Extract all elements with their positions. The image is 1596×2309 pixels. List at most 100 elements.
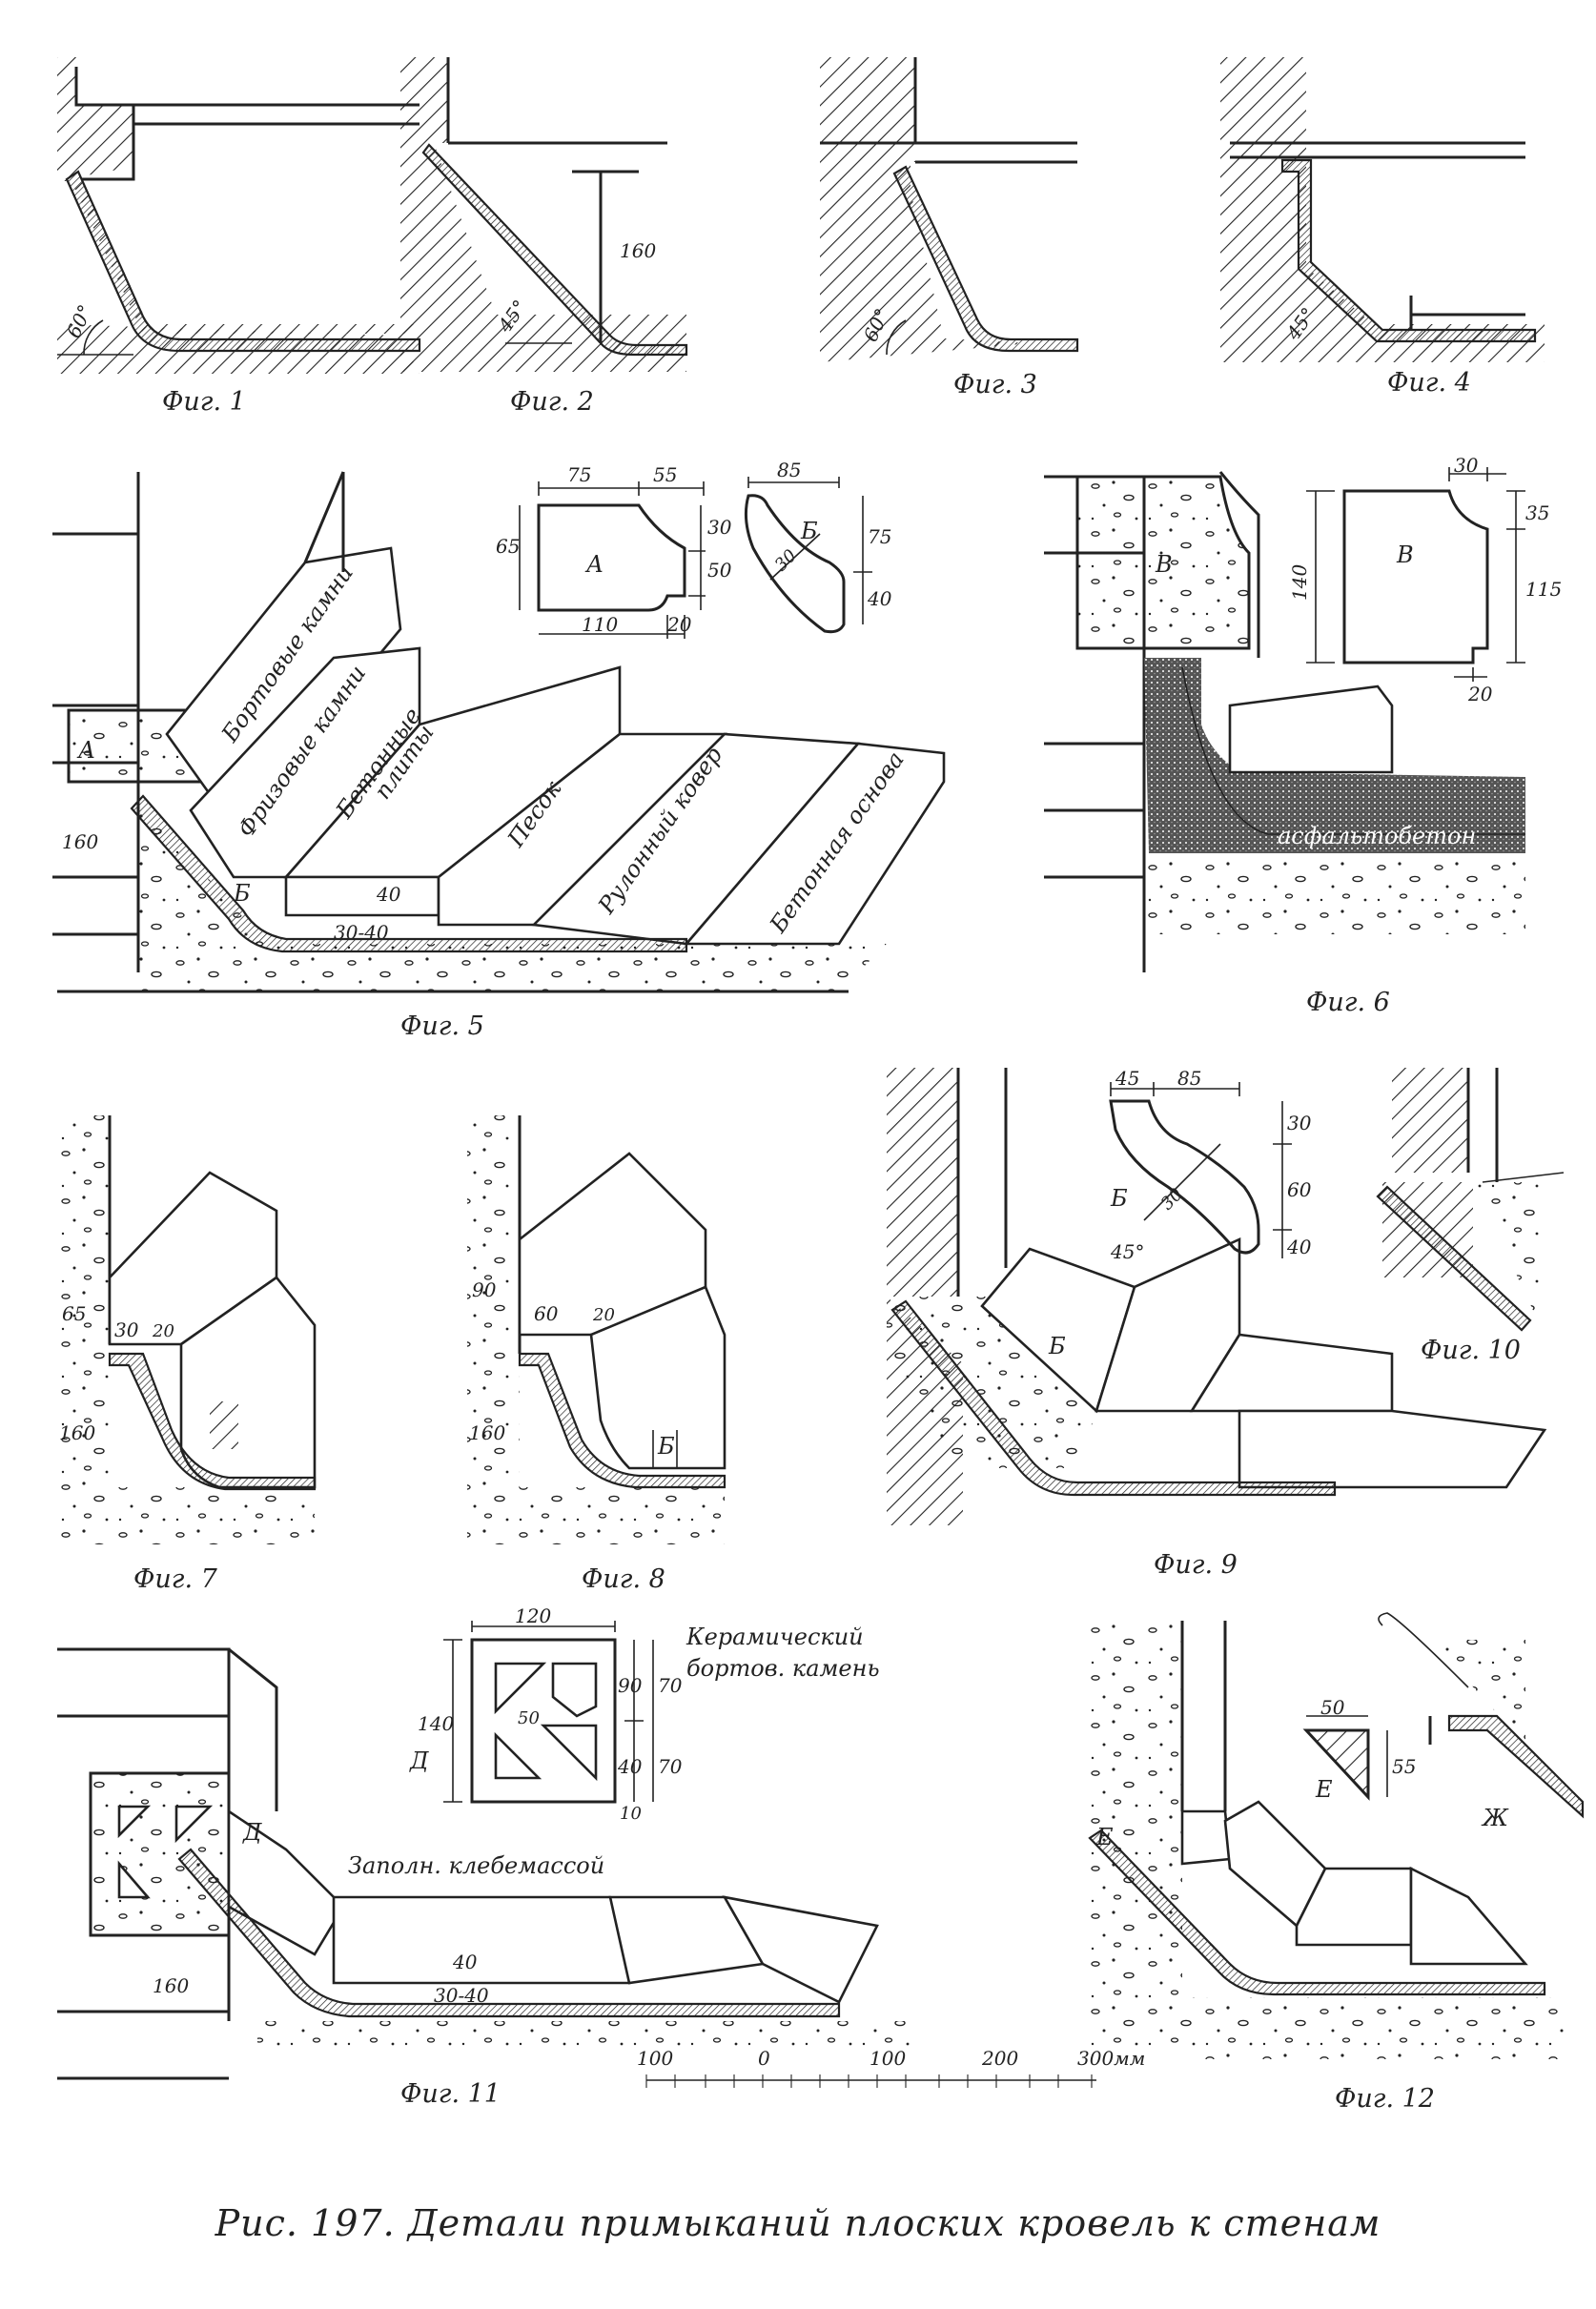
profile-b9-dim-30b: 30 xyxy=(1157,1184,1187,1214)
figure-2-caption: Фиг. 2 xyxy=(510,387,594,417)
label-asphalt: асфальтобетон xyxy=(1278,823,1476,849)
scale-tick-100: 100 xyxy=(870,2047,906,2070)
profile-b9-angle: 45° xyxy=(1110,1240,1144,1263)
scale-tick-300mm: 300мм xyxy=(1077,2047,1145,2070)
figure-2: 160 45° Фиг. 2 xyxy=(400,57,688,417)
profile-b5-dim-85: 85 xyxy=(777,459,801,481)
figure-8: 90 60 20 160 Б Фиг. 8 xyxy=(467,1115,726,1594)
figure-11-dim-30-40: 30-40 xyxy=(434,1984,489,2007)
profile-v-dim-140: 140 xyxy=(1288,564,1311,601)
profile-a-dim-20: 20 xyxy=(666,613,692,636)
profile-b9: Б 45 85 30 60 40 30 45° xyxy=(1109,1067,1312,1263)
figure-8-dim-60: 60 xyxy=(534,1302,559,1325)
profile-v-mark: В xyxy=(1396,541,1414,568)
height-160: 160 xyxy=(620,239,656,262)
profile-v-dim-20: 20 xyxy=(1467,683,1493,705)
profile-d-dim-10: 10 xyxy=(620,1804,642,1824)
profile-a-dim-50: 50 xyxy=(707,559,732,582)
profile-a-dim-30: 30 xyxy=(707,516,732,539)
scale-tick-0: 0 xyxy=(758,2047,770,2070)
figure-8-mark-b: Б xyxy=(657,1433,675,1460)
figure-1: 60° Фиг. 1 xyxy=(57,57,421,417)
profile-v: В 30 140 35 115 20 xyxy=(1288,454,1562,705)
figure-10-caption: Фиг. 10 xyxy=(1421,1336,1521,1365)
profile-d-dim-40: 40 xyxy=(617,1755,643,1778)
figure-9-mark-b: Б xyxy=(1048,1333,1066,1359)
profile-a-dim-55: 55 xyxy=(653,463,677,486)
figure-7-dim-20: 20 xyxy=(152,1321,174,1341)
figure-4-caption: Фиг. 4 xyxy=(1387,368,1471,398)
profile-b9-dim-85: 85 xyxy=(1177,1067,1201,1090)
figure-11-mark-d: Д xyxy=(242,1819,262,1846)
profile-a-mark: А xyxy=(584,551,604,578)
profile-d-dim-70: 70 xyxy=(658,1674,683,1697)
profile-d-dim-70b: 70 xyxy=(658,1755,683,1778)
profile-d: 120 140 90 70 50 40 70 10 Д xyxy=(409,1604,683,1824)
scale-tick-neg100: 100 xyxy=(637,2047,673,2070)
figure-7: 65 30 20 160 Фиг. 7 xyxy=(57,1115,317,1594)
profile-b9-dim-60: 60 xyxy=(1287,1178,1312,1201)
figure-8-dim-160: 160 xyxy=(469,1421,505,1444)
figure-9: Б Фиг. 9 xyxy=(887,1068,1547,1580)
profile-v-dim-30: 30 xyxy=(1454,454,1479,477)
dim-40: 40 xyxy=(376,883,401,906)
profile-b5-dim-40: 40 xyxy=(867,587,892,610)
figure-7-dim-30: 30 xyxy=(114,1318,139,1341)
profile-d-mark: Д xyxy=(409,1747,429,1774)
figure-9-caption: Фиг. 9 xyxy=(1154,1550,1238,1580)
profile-b5-mark: Б xyxy=(800,518,818,544)
dim-160: 160 xyxy=(62,830,98,853)
profile-v-dim-35: 35 xyxy=(1525,501,1549,524)
profile-b5: Б 85 30 75 40 xyxy=(744,459,892,634)
figure-6: В асфальтобетон Фиг. 6 xyxy=(1044,471,1525,1017)
profile-a-dim-110: 110 xyxy=(582,613,618,636)
mark-a: А xyxy=(76,737,95,764)
figure-11-dim-40: 40 xyxy=(452,1951,478,1973)
figure-12: Е Фиг. 12 xyxy=(1087,1621,1564,2114)
profile-a: А 75 55 65 30 50 110 20 xyxy=(496,463,732,639)
profile-v-dim-115: 115 xyxy=(1525,578,1562,601)
label-ceramic-1: Керамический xyxy=(685,1624,864,1650)
figure-8-dim-20: 20 xyxy=(592,1305,615,1325)
figure-7-caption: Фиг. 7 xyxy=(133,1564,218,1594)
figure-12-caption: Фиг. 12 xyxy=(1335,2084,1435,2114)
profile-b9-dim-45: 45 xyxy=(1115,1067,1139,1090)
scale-bar: 100 0 100 200 300мм xyxy=(637,2047,1145,2088)
figure-8-caption: Фиг. 8 xyxy=(582,1564,665,1594)
figure-5: Бортовые камни Фризовые камни Бетонные п… xyxy=(52,471,946,1041)
profile-a-dim-65: 65 xyxy=(496,535,520,558)
profile-d-dim-50: 50 xyxy=(518,1708,540,1728)
profile-e-dim-50: 50 xyxy=(1320,1696,1345,1719)
profile-b9-dim-40: 40 xyxy=(1286,1236,1312,1258)
figure-11: Д Заполн. клебемассой 160 40 30-40 Керам… xyxy=(57,1624,915,2109)
profile-a-dim-75: 75 xyxy=(567,463,591,486)
profile-b9-mark: Б xyxy=(1110,1185,1128,1212)
detail-zh: Ж xyxy=(1378,1612,1585,1831)
figure-12-mark-e: Е xyxy=(1095,1824,1114,1850)
figure-4: 45° Фиг. 4 xyxy=(1220,57,1545,398)
figure-3-caption: Фиг. 3 xyxy=(953,370,1037,399)
profile-b9-dim-30: 30 xyxy=(1287,1112,1312,1134)
figure-5-caption: Фиг. 5 xyxy=(400,1011,484,1041)
mark-b: Б xyxy=(233,880,251,907)
profile-e: 50 55 Е xyxy=(1302,1696,1416,1803)
profile-e-dim-55: 55 xyxy=(1392,1755,1416,1778)
dim-30-40: 30-40 xyxy=(334,921,389,944)
figure-8-dim-90: 90 xyxy=(472,1278,497,1301)
figure-11-dim-160: 160 xyxy=(153,1974,189,1997)
figure-11-caption: Фиг. 11 xyxy=(400,2079,501,2109)
figure-10: Фиг. 10 xyxy=(1376,1068,1565,1365)
label-ceramic-2: бортов. камень xyxy=(686,1655,880,1682)
figure-12-mark-zh: Ж xyxy=(1481,1805,1509,1831)
figure-1-caption: Фиг. 1 xyxy=(162,387,246,417)
label-fill-note: Заполн. клебемассой xyxy=(348,1852,604,1879)
profile-d-dim-90: 90 xyxy=(618,1674,643,1697)
profile-d-dim-120: 120 xyxy=(515,1604,551,1627)
figure-6-mark-v: В xyxy=(1155,551,1173,578)
profile-e-mark: Е xyxy=(1315,1776,1333,1803)
profile-b5-dim-75: 75 xyxy=(868,525,891,548)
figure-3: 60° Фиг. 3 xyxy=(820,57,1079,399)
profile-b5-dim-30: 30 xyxy=(771,545,801,575)
figure-7-dim-160: 160 xyxy=(59,1421,95,1444)
